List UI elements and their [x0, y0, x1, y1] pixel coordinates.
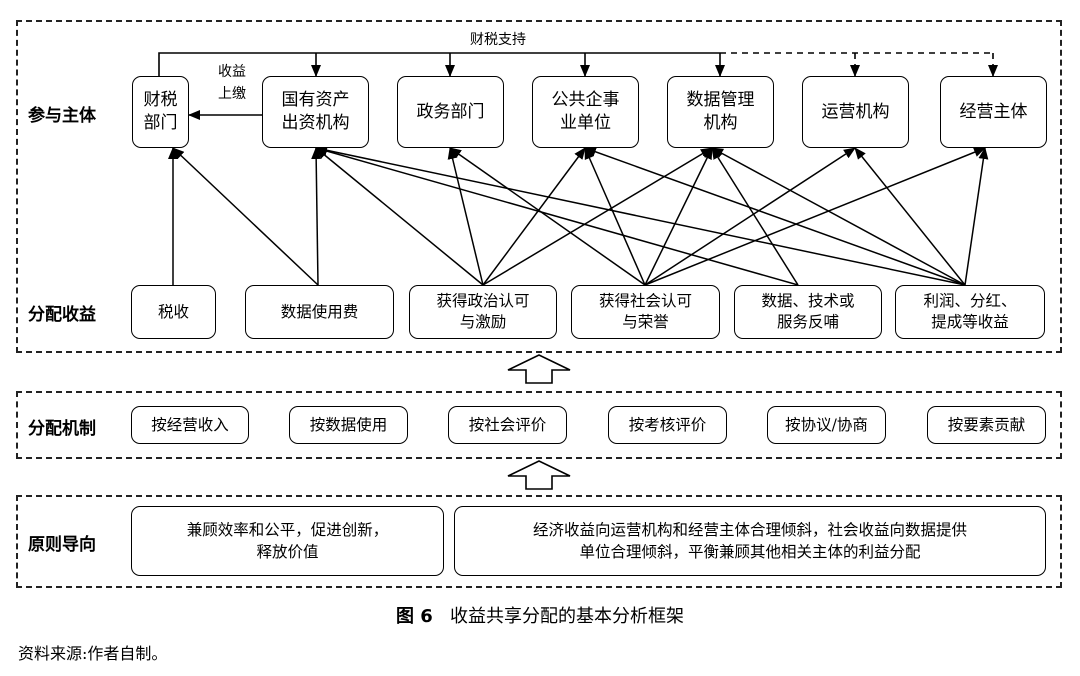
mechanism-factor-contribution: 按要素贡献 — [927, 406, 1046, 444]
figure-title: 收益共享分配的基本分析框架 — [449, 606, 684, 627]
hollow-up-arrow-2 — [507, 460, 571, 490]
arrow-social-to-operator — [644, 147, 856, 286]
benefit-political: 获得政治认可 与激励 — [409, 285, 557, 339]
arrow-profit-to-data_mgmt — [711, 147, 966, 286]
source-note: 资料来源:作者自制。 — [18, 644, 168, 663]
fiscal-support-label: 财税支持 — [466, 29, 530, 49]
arrow-feedback-to-data_mgmt — [711, 147, 799, 286]
section-label-participants: 参与主体 — [28, 106, 96, 126]
participant-operator: 运营机构 — [802, 76, 909, 148]
principle-frame — [16, 495, 1062, 588]
participant-fiscal: 财税 部门 — [132, 76, 189, 148]
fiscal-support-line — [158, 52, 720, 76]
arrow-social-to-business — [644, 147, 986, 286]
arrow-political-to-data_mgmt — [482, 147, 713, 286]
arrow-profit-to-soe — [315, 145, 966, 286]
figure-number: 图 6 — [396, 606, 433, 627]
principle-benefit-allocation: 经济收益向运营机构和经营主体合理倾斜，社会收益向数据提供 单位合理倾斜，平衡兼顾… — [454, 506, 1046, 576]
arrow-social-to-public — [584, 147, 646, 286]
benefit-tax: 税收 — [131, 285, 216, 339]
arrow-political-to-soe — [315, 147, 484, 286]
participant-data-mgmt: 数据管理 机构 — [667, 76, 774, 148]
mechanism-assessment: 按考核评价 — [608, 406, 727, 444]
participants-benefits-frame — [16, 20, 1062, 353]
figure-caption: 图 6 收益共享分配的基本分析框架 — [0, 602, 1080, 628]
arrow-fee-to-soe — [311, 147, 322, 286]
benefit-profit: 利润、分红、 提成等收益 — [895, 285, 1045, 339]
hollow-up-arrow-1 — [507, 354, 571, 384]
mechanism-data-usage: 按数据使用 — [289, 406, 408, 444]
benefit-fee: 数据使用费 — [245, 285, 394, 339]
section-label-principle: 原则导向 — [28, 535, 96, 555]
arrow-profit-to-public — [584, 147, 966, 286]
benefit-feedback: 数据、技术或 服务反哺 — [734, 285, 882, 339]
section-label-benefits: 分配收益 — [28, 305, 96, 325]
participant-business: 经营主体 — [940, 76, 1047, 148]
arrow-social-to-data_mgmt — [644, 147, 713, 286]
participant-soe: 国有资产 出资机构 — [262, 76, 369, 148]
arrow-political-to-public — [482, 147, 586, 286]
arrow-feedback-to-soe — [315, 146, 799, 286]
arrow-fee-to-fiscal — [172, 147, 319, 286]
arrow-social-to-gov — [449, 147, 646, 286]
benefit-social: 获得社会认可 与荣誉 — [571, 285, 720, 339]
mechanism-frame — [16, 391, 1062, 459]
section-label-mechanism: 分配机制 — [28, 419, 96, 439]
revenue-upload-label: 收益 上缴 — [218, 64, 246, 102]
mechanism-agreement: 按协议/协商 — [767, 406, 886, 444]
arrow-profit-to-operator — [854, 147, 966, 286]
arrow-political-to-gov — [447, 147, 484, 286]
arrow-profit-to-business — [964, 147, 989, 286]
mechanism-social-evaluation: 按社会评价 — [448, 406, 567, 444]
principle-efficiency-fairness: 兼顾效率和公平，促进创新， 释放价值 — [131, 506, 444, 576]
mechanism-operating-income: 按经营收入 — [131, 406, 249, 444]
participant-gov: 政务部门 — [397, 76, 504, 148]
participant-public: 公共企事 业单位 — [532, 76, 639, 148]
